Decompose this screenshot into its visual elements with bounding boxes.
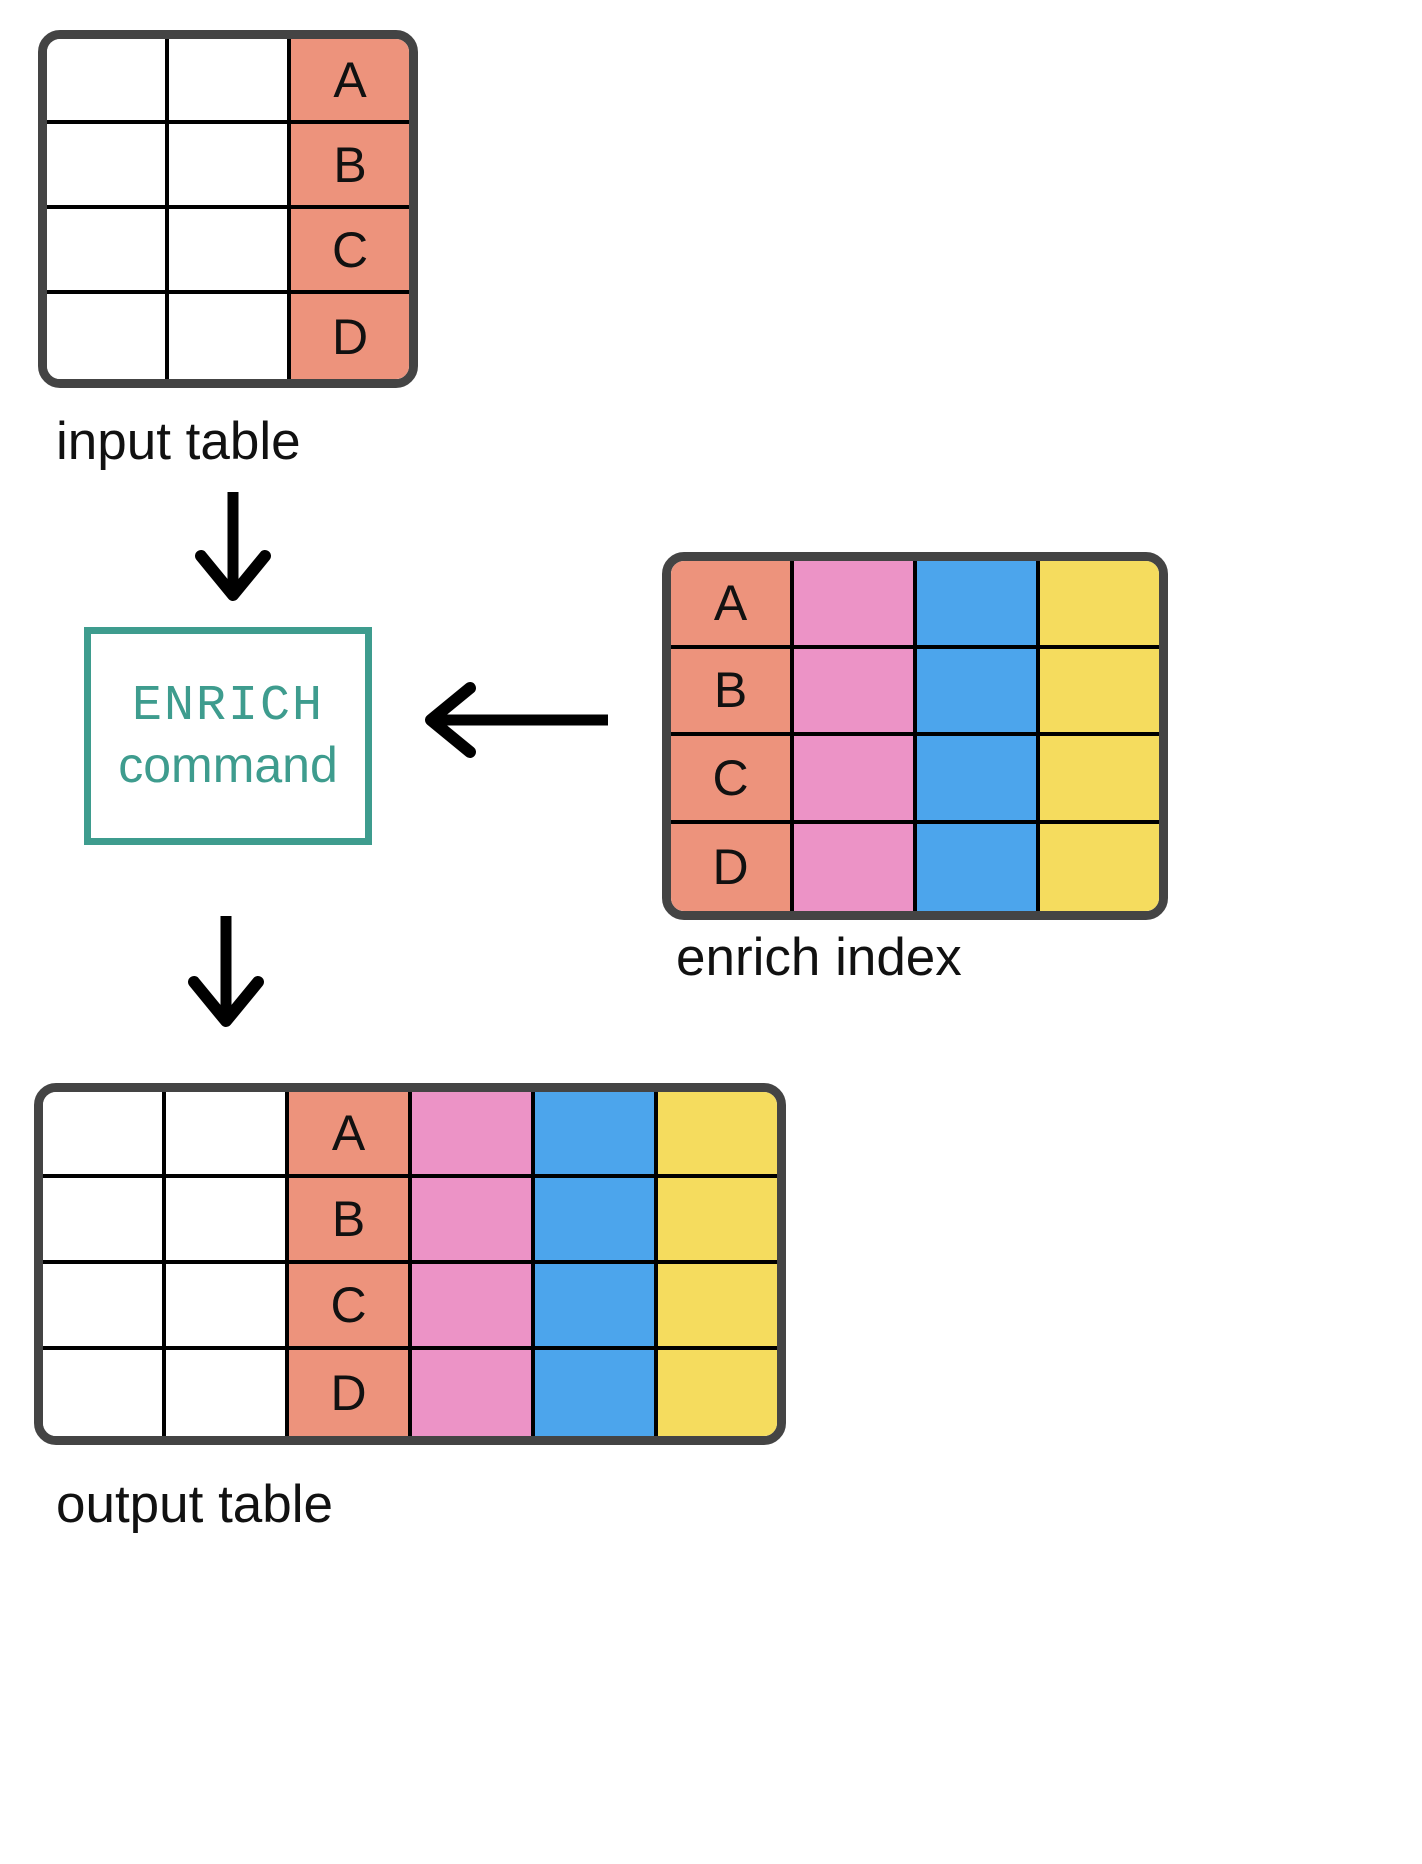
table-row: B — [47, 124, 409, 209]
enrich-index-label: enrich index — [676, 928, 962, 987]
output-cell-r2c1 — [43, 1178, 166, 1264]
output-cell-r3c3: C — [289, 1264, 412, 1350]
input-cell-r3c3: C — [291, 209, 409, 294]
enrich-command-keyword: ENRICH — [131, 678, 325, 735]
output-cell-r4c1 — [43, 1350, 166, 1436]
input-table: A B C D — [38, 30, 418, 388]
index-cell-r3c2 — [794, 736, 917, 824]
table-row: B — [671, 648, 1159, 736]
output-cell-r2c4 — [412, 1178, 535, 1264]
output-cell-r1c1 — [43, 1092, 166, 1178]
index-cell-r4c4 — [1040, 823, 1159, 911]
index-cell-r3c3 — [917, 736, 1040, 824]
input-cell-r4c2 — [169, 294, 291, 379]
table-row: A — [43, 1092, 777, 1178]
output-cell-r2c6 — [658, 1178, 777, 1264]
output-cell-r4c6 — [658, 1350, 777, 1436]
index-cell-r1c1: A — [671, 561, 794, 649]
table-row: C — [43, 1264, 777, 1350]
index-cell-r3c1: C — [671, 736, 794, 824]
output-cell-r4c2 — [166, 1350, 289, 1436]
index-cell-r2c3 — [917, 648, 1040, 736]
output-table: A B C D — [34, 1083, 786, 1445]
table-row: D — [43, 1350, 777, 1436]
input-cell-r3c1 — [47, 209, 169, 294]
table-row: C — [47, 209, 409, 294]
output-cell-r4c5 — [535, 1350, 658, 1436]
output-cell-r3c6 — [658, 1264, 777, 1350]
arrow-input-to-command — [183, 492, 283, 602]
output-cell-r4c4 — [412, 1350, 535, 1436]
table-row: D — [671, 823, 1159, 911]
input-table-label: input table — [56, 412, 301, 471]
output-cell-r1c3: A — [289, 1092, 412, 1178]
index-cell-r1c3 — [917, 561, 1040, 649]
index-cell-r2c1: B — [671, 648, 794, 736]
input-cell-r2c1 — [47, 124, 169, 209]
output-cell-r1c6 — [658, 1092, 777, 1178]
enrich-index-table: A B C D — [662, 552, 1168, 920]
output-table-label: output table — [56, 1475, 334, 1534]
input-cell-r2c3: B — [291, 124, 409, 209]
output-cell-r2c3: B — [289, 1178, 412, 1264]
input-cell-r1c3: A — [291, 39, 409, 124]
index-cell-r2c2 — [794, 648, 917, 736]
index-cell-r1c4 — [1040, 561, 1159, 649]
output-cell-r1c4 — [412, 1092, 535, 1178]
input-cell-r2c2 — [169, 124, 291, 209]
input-cell-r4c1 — [47, 294, 169, 379]
index-cell-r4c3 — [917, 823, 1040, 911]
index-cell-r4c2 — [794, 823, 917, 911]
table-row: A — [671, 561, 1159, 649]
output-cell-r3c1 — [43, 1264, 166, 1350]
output-cell-r1c2 — [166, 1092, 289, 1178]
table-row: A — [47, 39, 409, 124]
index-cell-r4c1: D — [671, 823, 794, 911]
table-row: B — [43, 1178, 777, 1264]
enrich-command-word: command — [118, 737, 338, 793]
input-cell-r1c2 — [169, 39, 291, 124]
output-cell-r3c4 — [412, 1264, 535, 1350]
output-cell-r1c5 — [535, 1092, 658, 1178]
table-row: D — [47, 294, 409, 379]
output-cell-r2c2 — [166, 1178, 289, 1264]
output-cell-r2c5 — [535, 1178, 658, 1264]
index-cell-r3c4 — [1040, 736, 1159, 824]
input-cell-r4c3: D — [291, 294, 409, 379]
input-cell-r3c2 — [169, 209, 291, 294]
output-cell-r3c2 — [166, 1264, 289, 1350]
index-cell-r1c2 — [794, 561, 917, 649]
index-cell-r2c4 — [1040, 648, 1159, 736]
enrich-command-box[interactable]: ENRICH command — [84, 627, 372, 845]
output-cell-r4c3: D — [289, 1350, 412, 1436]
arrow-command-to-output — [176, 916, 276, 1028]
output-cell-r3c5 — [535, 1264, 658, 1350]
table-row: C — [671, 736, 1159, 824]
arrow-index-to-command — [420, 680, 610, 760]
input-cell-r1c1 — [47, 39, 169, 124]
